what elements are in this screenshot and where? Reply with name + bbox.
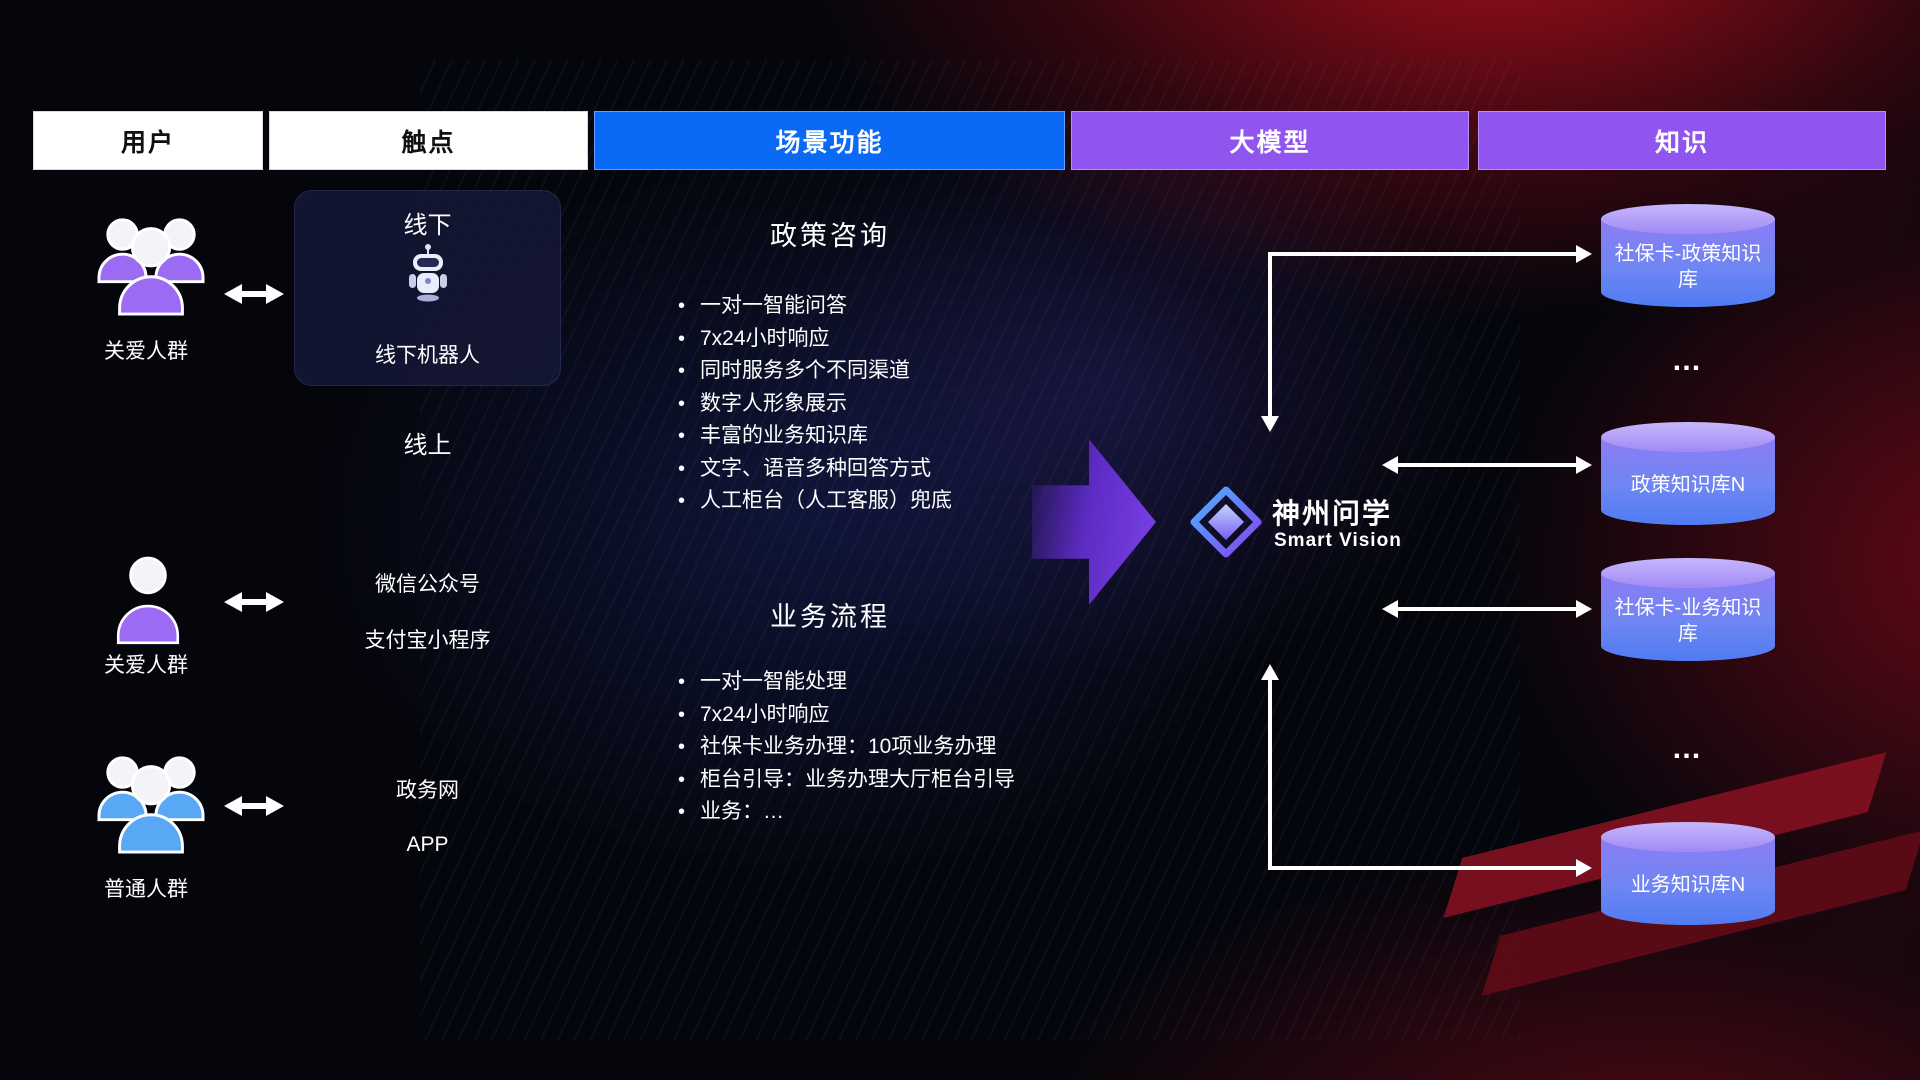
offline-title: 线下 <box>403 212 452 239</box>
channel-gov-web: 政务网 <box>396 779 459 802</box>
knowledge-db-business-card: 社保卡-业务知识库 <box>1601 558 1775 661</box>
bidirectional-arrow-icon-2 <box>224 592 284 612</box>
bidirectional-arrow-icon-3 <box>224 796 284 816</box>
policy-item: 一对一智能问答 <box>676 290 1076 323</box>
knowledge-db-label: 社保卡-政策知识库 <box>1614 242 1762 291</box>
column-header-large-model: 大模型 <box>1071 111 1469 170</box>
policy-item: 人工柜台（人工客服）兜底 <box>676 485 1076 518</box>
knowledge-db-policy-n: 政策知识库N <box>1601 422 1775 525</box>
policy-item: 文字、语音多种回答方式 <box>676 453 1076 486</box>
bidirectional-arrow-icon-1 <box>224 284 284 304</box>
brand-subtitle: Smart Vision <box>1274 530 1402 551</box>
user-group-label-1: 关爱人群 <box>104 340 188 363</box>
knowledge-db-label: 业务知识库N <box>1630 873 1746 896</box>
column-header-knowledge: 知识 <box>1478 111 1886 170</box>
offline-touchpoint-box: 线下 线下机器人 <box>294 190 561 386</box>
connector-arrow-business-card <box>1382 600 1592 618</box>
business-item: 一对一智能处理 <box>676 666 1076 699</box>
policy-item: 同时服务多个不同渠道 <box>676 355 1076 388</box>
people-group-icon-blue <box>92 748 210 861</box>
channel-wechat: 微信公众号 <box>375 573 480 596</box>
policy-item-list: 一对一智能问答 7x24小时响应 同时服务多个不同渠道 数字人形象展示 丰富的业… <box>676 290 1076 518</box>
column-header-user: 用户 <box>33 111 263 170</box>
channel-alipay: 支付宝小程序 <box>364 629 491 652</box>
knowledge-db-policy-card: 社保卡-政策知识库 <box>1601 204 1775 307</box>
channel-app: APP <box>406 833 449 856</box>
business-item: 7x24小时响应 <box>676 699 1076 732</box>
online-label: 线上 <box>403 432 452 459</box>
business-item: 社保卡业务办理：10项业务办理 <box>676 731 1076 764</box>
column-header-touchpoint: 触点 <box>269 111 588 170</box>
person-icon-purple <box>113 551 183 652</box>
business-item-list: 一对一智能处理 7x24小时响应 社保卡业务办理：10项业务办理 柜台引导：业务… <box>676 666 1076 829</box>
policy-item: 7x24小时响应 <box>676 323 1076 356</box>
knowledge-ellipsis-1: … <box>1671 344 1705 377</box>
business-section-title: 业务流程 <box>770 602 890 632</box>
brand-logo-icon <box>1190 486 1262 563</box>
knowledge-db-label: 社保卡-业务知识库 <box>1614 596 1762 645</box>
brand-name: 神州问学 <box>1272 498 1393 529</box>
business-item: 业务：… <box>676 796 1076 829</box>
knowledge-db-label: 政策知识库N <box>1630 473 1746 496</box>
offline-robot-label: 线下机器人 <box>375 344 480 367</box>
connector-arrow-top-elbow <box>1261 245 1592 432</box>
business-item: 柜台引导：业务办理大厅柜台引导 <box>676 764 1076 797</box>
connector-arrow-bottom-elbow <box>1261 664 1592 877</box>
connector-arrow-policy-n <box>1382 456 1592 474</box>
policy-item: 数字人形象展示 <box>676 388 1076 421</box>
robot-icon <box>405 243 451 308</box>
knowledge-ellipsis-2: … <box>1671 732 1705 765</box>
policy-item: 丰富的业务知识库 <box>676 420 1076 453</box>
policy-section-title: 政策咨询 <box>770 221 890 251</box>
knowledge-db-business-n: 业务知识库N <box>1601 822 1775 925</box>
people-group-icon-purple <box>92 210 210 323</box>
user-group-label-3: 普通人群 <box>104 878 188 901</box>
column-header-scene: 场景功能 <box>594 111 1065 170</box>
user-group-label-2: 关爱人群 <box>104 654 188 677</box>
